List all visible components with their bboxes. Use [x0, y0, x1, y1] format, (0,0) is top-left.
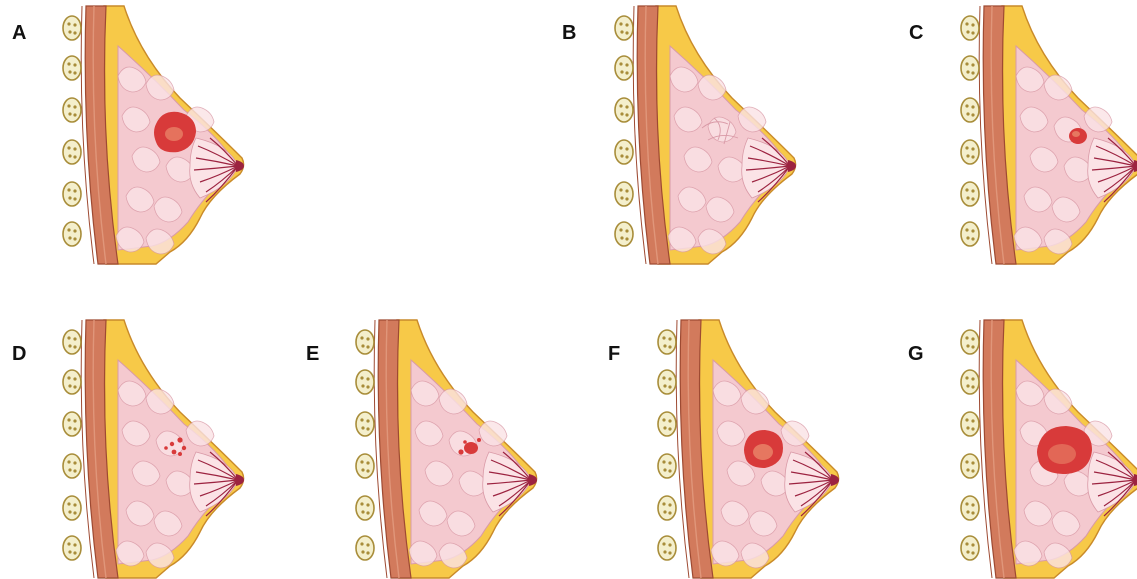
rib-icon [615, 182, 633, 206]
rib-icon [356, 412, 374, 436]
panel-a-label: A [12, 22, 26, 45]
rib-icon [63, 412, 81, 436]
rib-icon [356, 496, 374, 520]
rib-icon [961, 496, 979, 520]
rib-icon [63, 496, 81, 520]
rib-icon [63, 140, 81, 164]
rib-icon [356, 454, 374, 478]
rib-icon [63, 56, 81, 80]
lesion-icon [1069, 128, 1087, 144]
breast-illustration-b [612, 6, 797, 264]
rib-icon [961, 222, 979, 246]
ribs [615, 16, 633, 246]
rib-icon [961, 370, 979, 394]
rib-icon [961, 412, 979, 436]
rib-icon [658, 536, 676, 560]
panel-f-label: F [608, 343, 620, 366]
panel-g-label: G [908, 343, 924, 366]
rib-icon [63, 370, 81, 394]
breast-illustration-d [60, 320, 245, 578]
rib-icon [615, 98, 633, 122]
breast-illustration-c [958, 6, 1137, 264]
panel-b-label: B [562, 22, 576, 45]
rib-icon [356, 370, 374, 394]
ribs [356, 330, 374, 560]
rib-icon [961, 454, 979, 478]
breast-illustration-e [353, 320, 538, 578]
breast-illustration-a [60, 6, 245, 264]
rib-icon [658, 370, 676, 394]
rib-icon [63, 16, 81, 40]
ribs [961, 330, 979, 560]
rib-icon [63, 536, 81, 560]
ribs [658, 330, 676, 560]
rib-icon [615, 16, 633, 40]
rib-icon [961, 182, 979, 206]
rib-icon [961, 16, 979, 40]
rib-icon [961, 98, 979, 122]
panel-e-label: E [306, 343, 319, 366]
ribs [63, 330, 81, 560]
rib-icon [63, 98, 81, 122]
rib-icon [356, 536, 374, 560]
rib-icon [63, 222, 81, 246]
rib-icon [63, 454, 81, 478]
ribs [63, 16, 81, 246]
rib-icon [658, 412, 676, 436]
rib-icon [961, 330, 979, 354]
rib-icon [615, 56, 633, 80]
rib-icon [356, 330, 374, 354]
breast-illustration-f [655, 320, 840, 578]
rib-icon [658, 330, 676, 354]
rib-icon [615, 222, 633, 246]
panel-c-label: C [909, 22, 923, 45]
rib-icon [961, 56, 979, 80]
rib-icon [615, 140, 633, 164]
rib-icon [961, 140, 979, 164]
rib-icon [961, 536, 979, 560]
rib-icon [658, 454, 676, 478]
ribs [961, 16, 979, 246]
panel-d-label: D [12, 343, 26, 366]
rib-icon [658, 496, 676, 520]
rib-icon [63, 182, 81, 206]
lesion-icon [744, 430, 783, 468]
breast-illustration-g [958, 320, 1137, 578]
rib-icon [63, 330, 81, 354]
